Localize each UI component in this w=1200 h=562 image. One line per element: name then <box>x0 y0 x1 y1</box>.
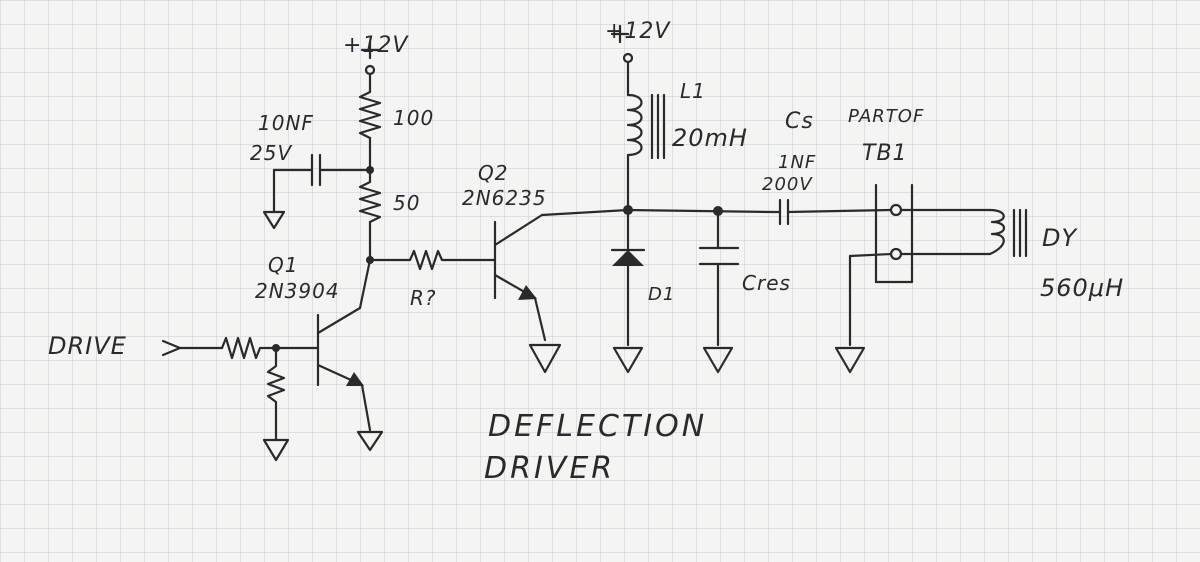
ground-symbol <box>612 346 644 374</box>
drive-input-label: DRIVE <box>48 332 127 360</box>
l1-value-label: 20mH <box>672 124 748 152</box>
ground-symbol <box>262 438 290 462</box>
output-bus-wire <box>626 208 774 214</box>
dy-value-label: 560μH <box>1040 274 1124 302</box>
diode-d1 <box>610 208 646 347</box>
cs-name-label: Cs <box>785 109 814 134</box>
q2-part-label: 2N6235 <box>462 186 547 210</box>
r-base-label: R? <box>410 286 437 310</box>
diagram-title-line1: DEFLECTION <box>488 409 707 444</box>
capacitor-cres <box>698 209 740 347</box>
resistor-50-label: 50 <box>393 191 420 215</box>
transistor-q2 <box>493 208 630 342</box>
inductor-l1 <box>626 93 666 210</box>
cap-10nf-value: 10NF <box>258 111 314 135</box>
transistor-q1 <box>316 306 372 432</box>
supply-right-label: +12V <box>605 19 671 44</box>
q2-name-label: Q2 <box>478 161 508 185</box>
cres-label: Cres <box>742 271 791 295</box>
q1-part-label: 2N3904 <box>255 279 340 303</box>
deflection-yoke-dy <box>988 208 1028 258</box>
l1-name-label: L1 <box>680 79 706 103</box>
resistor-base-pulldown <box>266 346 286 442</box>
ground-symbol <box>834 346 866 374</box>
ground-symbol <box>356 430 384 452</box>
dy-name-label: DY <box>1042 224 1078 252</box>
d1-label: D1 <box>648 284 675 305</box>
cs-value-label: 1NF <box>778 152 816 173</box>
diagram-title-line2: DRIVER <box>484 451 615 486</box>
resistor-r-question <box>368 249 497 271</box>
cap-10nf-voltage: 25V <box>250 141 292 165</box>
terminal-block-tb1 <box>848 183 992 347</box>
tb1-name-label: TB1 <box>862 141 908 166</box>
ground-symbol <box>528 343 562 374</box>
tb1-part-label: PARTOF <box>848 106 924 127</box>
supply-left-label: +12V <box>343 33 409 58</box>
resistor-100 <box>358 90 382 140</box>
ground-symbol <box>702 346 734 374</box>
ground-symbol <box>262 210 286 230</box>
q1-name-label: Q1 <box>268 253 298 277</box>
resistor-50 <box>358 168 382 224</box>
capacitor-cs <box>770 198 892 226</box>
capacitor-10nf <box>272 153 372 214</box>
resistor-100-label: 100 <box>393 106 434 130</box>
supply-terminal-right <box>610 24 634 97</box>
supply-terminal-left <box>360 40 380 94</box>
cs-voltage-label: 200V <box>762 174 813 195</box>
drive-input-wire <box>161 336 320 360</box>
